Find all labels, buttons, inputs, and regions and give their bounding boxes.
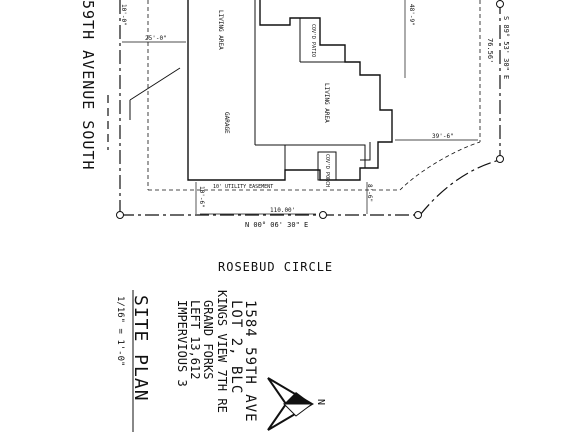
room-label-covered-porch: COV'D PORCH bbox=[324, 154, 330, 187]
room-label-living-main: LIVING AREA bbox=[323, 83, 330, 123]
utility-easement-label: 10' UTILITY EASEMENT bbox=[213, 184, 273, 190]
title-block: SITE PLAN 1/16" = 1'-0" 1584 59TH AVE LO… bbox=[115, 290, 258, 432]
survey-corners bbox=[116, 0, 504, 219]
room-label-garage: GARAGE bbox=[223, 112, 230, 134]
bearing-south: N 00° 06' 30" E bbox=[245, 221, 308, 229]
driveway bbox=[129, 67, 181, 120]
room-label-living-top: LIVING AREA bbox=[217, 10, 224, 50]
dimension-east-setback: 39'-6" bbox=[432, 133, 454, 140]
street-name-south: ROSEBUD CIRCLE bbox=[218, 260, 333, 274]
dimension-bottom-length: 110.00' bbox=[270, 207, 295, 214]
street-name-west: 59TH AVENUE SOUTH bbox=[79, 0, 97, 171]
dimension-easement-depth: 10'-6" bbox=[198, 186, 205, 208]
bearing-east: S 89° 53' 30" E bbox=[502, 16, 510, 79]
dimension-porch-depth: 8'-6" bbox=[366, 184, 373, 202]
setback-lines bbox=[107, 0, 481, 191]
north-arrow-icon bbox=[267, 377, 314, 431]
house-footprint bbox=[187, 0, 393, 181]
title-line-4: GRAND FORKS bbox=[201, 300, 215, 379]
property-lines bbox=[119, 0, 501, 216]
dimension-top-left: 10'-0" bbox=[120, 4, 127, 26]
title-scale: 1/16" = 1'-0" bbox=[115, 296, 125, 366]
north-arrow-label: N bbox=[315, 399, 326, 405]
title-line-6: IMPERVIOUS 3 bbox=[175, 300, 189, 387]
title-line-2: LOT 2, BLC bbox=[228, 300, 244, 394]
title-line-3: KINGS VIEW 7TH RE bbox=[215, 290, 229, 413]
room-label-covered-patio: COV'D PATIO bbox=[310, 24, 316, 57]
dimension-lines bbox=[122, 0, 478, 215]
length-east: 76.56' bbox=[486, 38, 494, 63]
dimension-setback-top: 48'-9" bbox=[408, 4, 415, 26]
title-line-1: 1584 59TH AVE bbox=[242, 300, 258, 423]
dimension-setback-left: 25'-0" bbox=[145, 35, 167, 42]
title-site-plan: SITE PLAN bbox=[130, 295, 151, 402]
title-line-5: LEFT 13,612 bbox=[188, 300, 202, 379]
